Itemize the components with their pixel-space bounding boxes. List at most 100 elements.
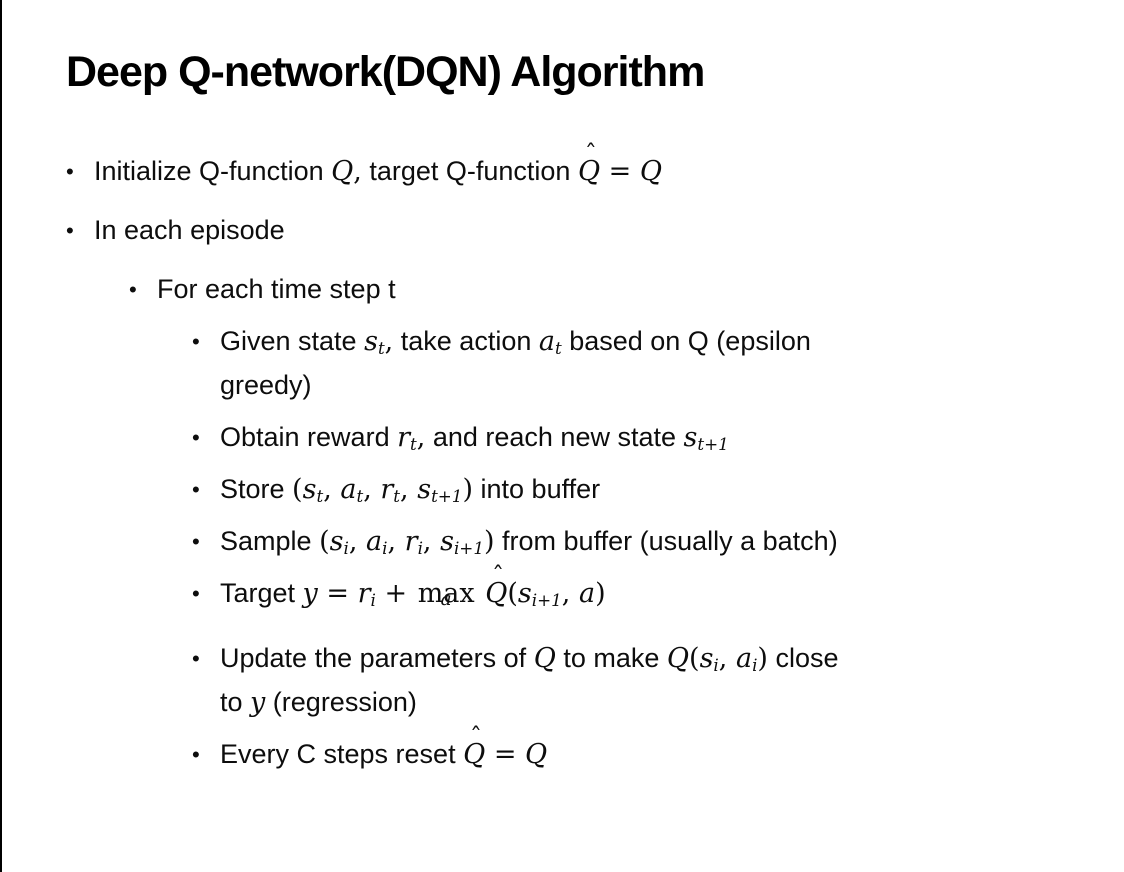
hat-accent-icon: ˆ [469,721,482,751]
bullet-item: • Store (st, at, rt, st+1) into buffer [192,468,1096,511]
math-subscript: st+1 [417,473,463,507]
bullet-text: Store (st, at, rt, st+1) into buffer [220,468,1096,511]
math-symbol: Q [533,643,556,675]
text-segment: Store [220,473,293,504]
math-subscript: ri [404,526,423,559]
bullet-text: Initialize Q-function Q, target Q-functi… [94,138,1096,193]
math-operator: ) [483,526,495,558]
slide-title: Deep Q-network(DQN) Algorithm [66,48,705,96]
bullet-text: Sample (si, ai, ri, si+1) from buffer (u… [220,520,1096,563]
math-subscript: si [329,526,349,559]
math-symbol: y [250,686,266,718]
math-operator: , [387,526,405,558]
math-operator: ) [595,578,606,610]
math-operator [477,578,486,609]
bullet-marker-icon: • [192,581,200,607]
hat-accent-icon: ˆ [584,138,597,168]
bullet-text: In each episode [94,209,1096,252]
bullet-item: • For each time step t [129,268,1096,311]
math-operator: ( [292,473,303,505]
math-operator: , [348,526,366,558]
math-operator: , [384,326,394,358]
bullet-item: • Initialize Q-function Q, target Q-funct… [66,138,1096,193]
bullet-marker-icon: • [192,329,200,355]
text-segment: close [767,643,839,674]
text-segment: (regression) [265,686,417,717]
text-segment: greedy) [220,369,312,400]
math-symbol: Q [525,738,548,770]
text-segment: into buffer [473,473,601,504]
bullet-marker-icon: • [192,529,200,555]
text-segment: Update the parameters of [220,643,534,674]
text-segment: In each episode [94,214,285,245]
math-subscript: st+1 [683,421,729,454]
math-subscript: rt [397,421,417,454]
math-operator: = [600,155,640,187]
bullet-text: Given state st, take action at based on … [220,320,1096,406]
bullet-text: Obtain reward rt, and reach new state st… [220,416,1096,459]
math-operator: , [353,155,362,187]
math-operator: = [317,578,358,610]
text-segment: based on Q (epsilon [561,326,811,357]
text-segment: Obtain reward [220,421,398,452]
math-operator: = [485,738,526,770]
bullet-marker-icon: • [192,476,200,502]
text-segment: to [220,686,251,717]
bullet-item: •Update the parameters of Q to make Q(si… [192,637,1096,723]
math-symbol: Q [639,155,663,187]
math-operator: , [422,526,441,558]
math-operator: ( [507,578,518,610]
text-segment: to make [555,643,667,674]
math-operator: ( [689,643,700,675]
text-segment: Sample [220,526,320,557]
math-operator: ) [757,643,768,675]
bullet-marker-icon: • [192,741,200,767]
bullet-item: • Given state st, take action at based on… [192,320,1096,406]
math-operator: , [363,473,381,505]
text-segment: take action [393,326,539,357]
math-subscript: si [699,643,719,676]
bullet-marker-icon: • [129,277,137,303]
text-segment: For each time step t [157,274,396,305]
bullet-item: • Sample (si, ai, ri, si+1) from buffer (… [192,520,1096,563]
math-subscript: st [364,326,385,359]
bullet-marker-icon: • [66,158,74,184]
text-segment: Target [220,578,303,609]
math-subscript: ri [357,578,376,611]
bullet-item: • Obtain reward rt, and reach new state s… [192,416,1096,459]
math-subscript: rt [380,473,401,507]
hat-accent-icon: ˆ [491,561,505,590]
text-segment: and reach new state [425,421,684,452]
math-operator: , [561,578,579,610]
text-segment: Given state [220,326,365,357]
math-subscript: st [302,473,324,507]
bullet-item: • In each episode [66,209,1096,252]
math-subscript: si+1 [517,578,562,611]
bullet-text: For each time step t [157,268,1096,311]
math-subscript: ai [735,643,758,676]
bullet-text: Update the parameters of Q to make Q(si,… [220,637,1096,723]
math-symbol: Q [666,643,690,675]
text-segment: target Q-function [361,155,578,186]
bullet-marker-icon: • [192,646,200,672]
text-segment: from buffer (usually a batch) [494,526,838,557]
text-segment: Every C steps reset [220,738,464,769]
math-operator: ) [462,473,474,505]
math-operator: , [400,473,418,505]
bullet-marker-icon: • [192,424,200,450]
bullet-marker-icon: • [66,217,74,243]
math-subscript: si+1 [440,526,484,559]
math-symbol: Q [331,155,354,187]
math-operator: , [718,643,736,675]
math-operator: , [416,421,426,453]
text-segment: Initialize Q-function [94,155,332,186]
